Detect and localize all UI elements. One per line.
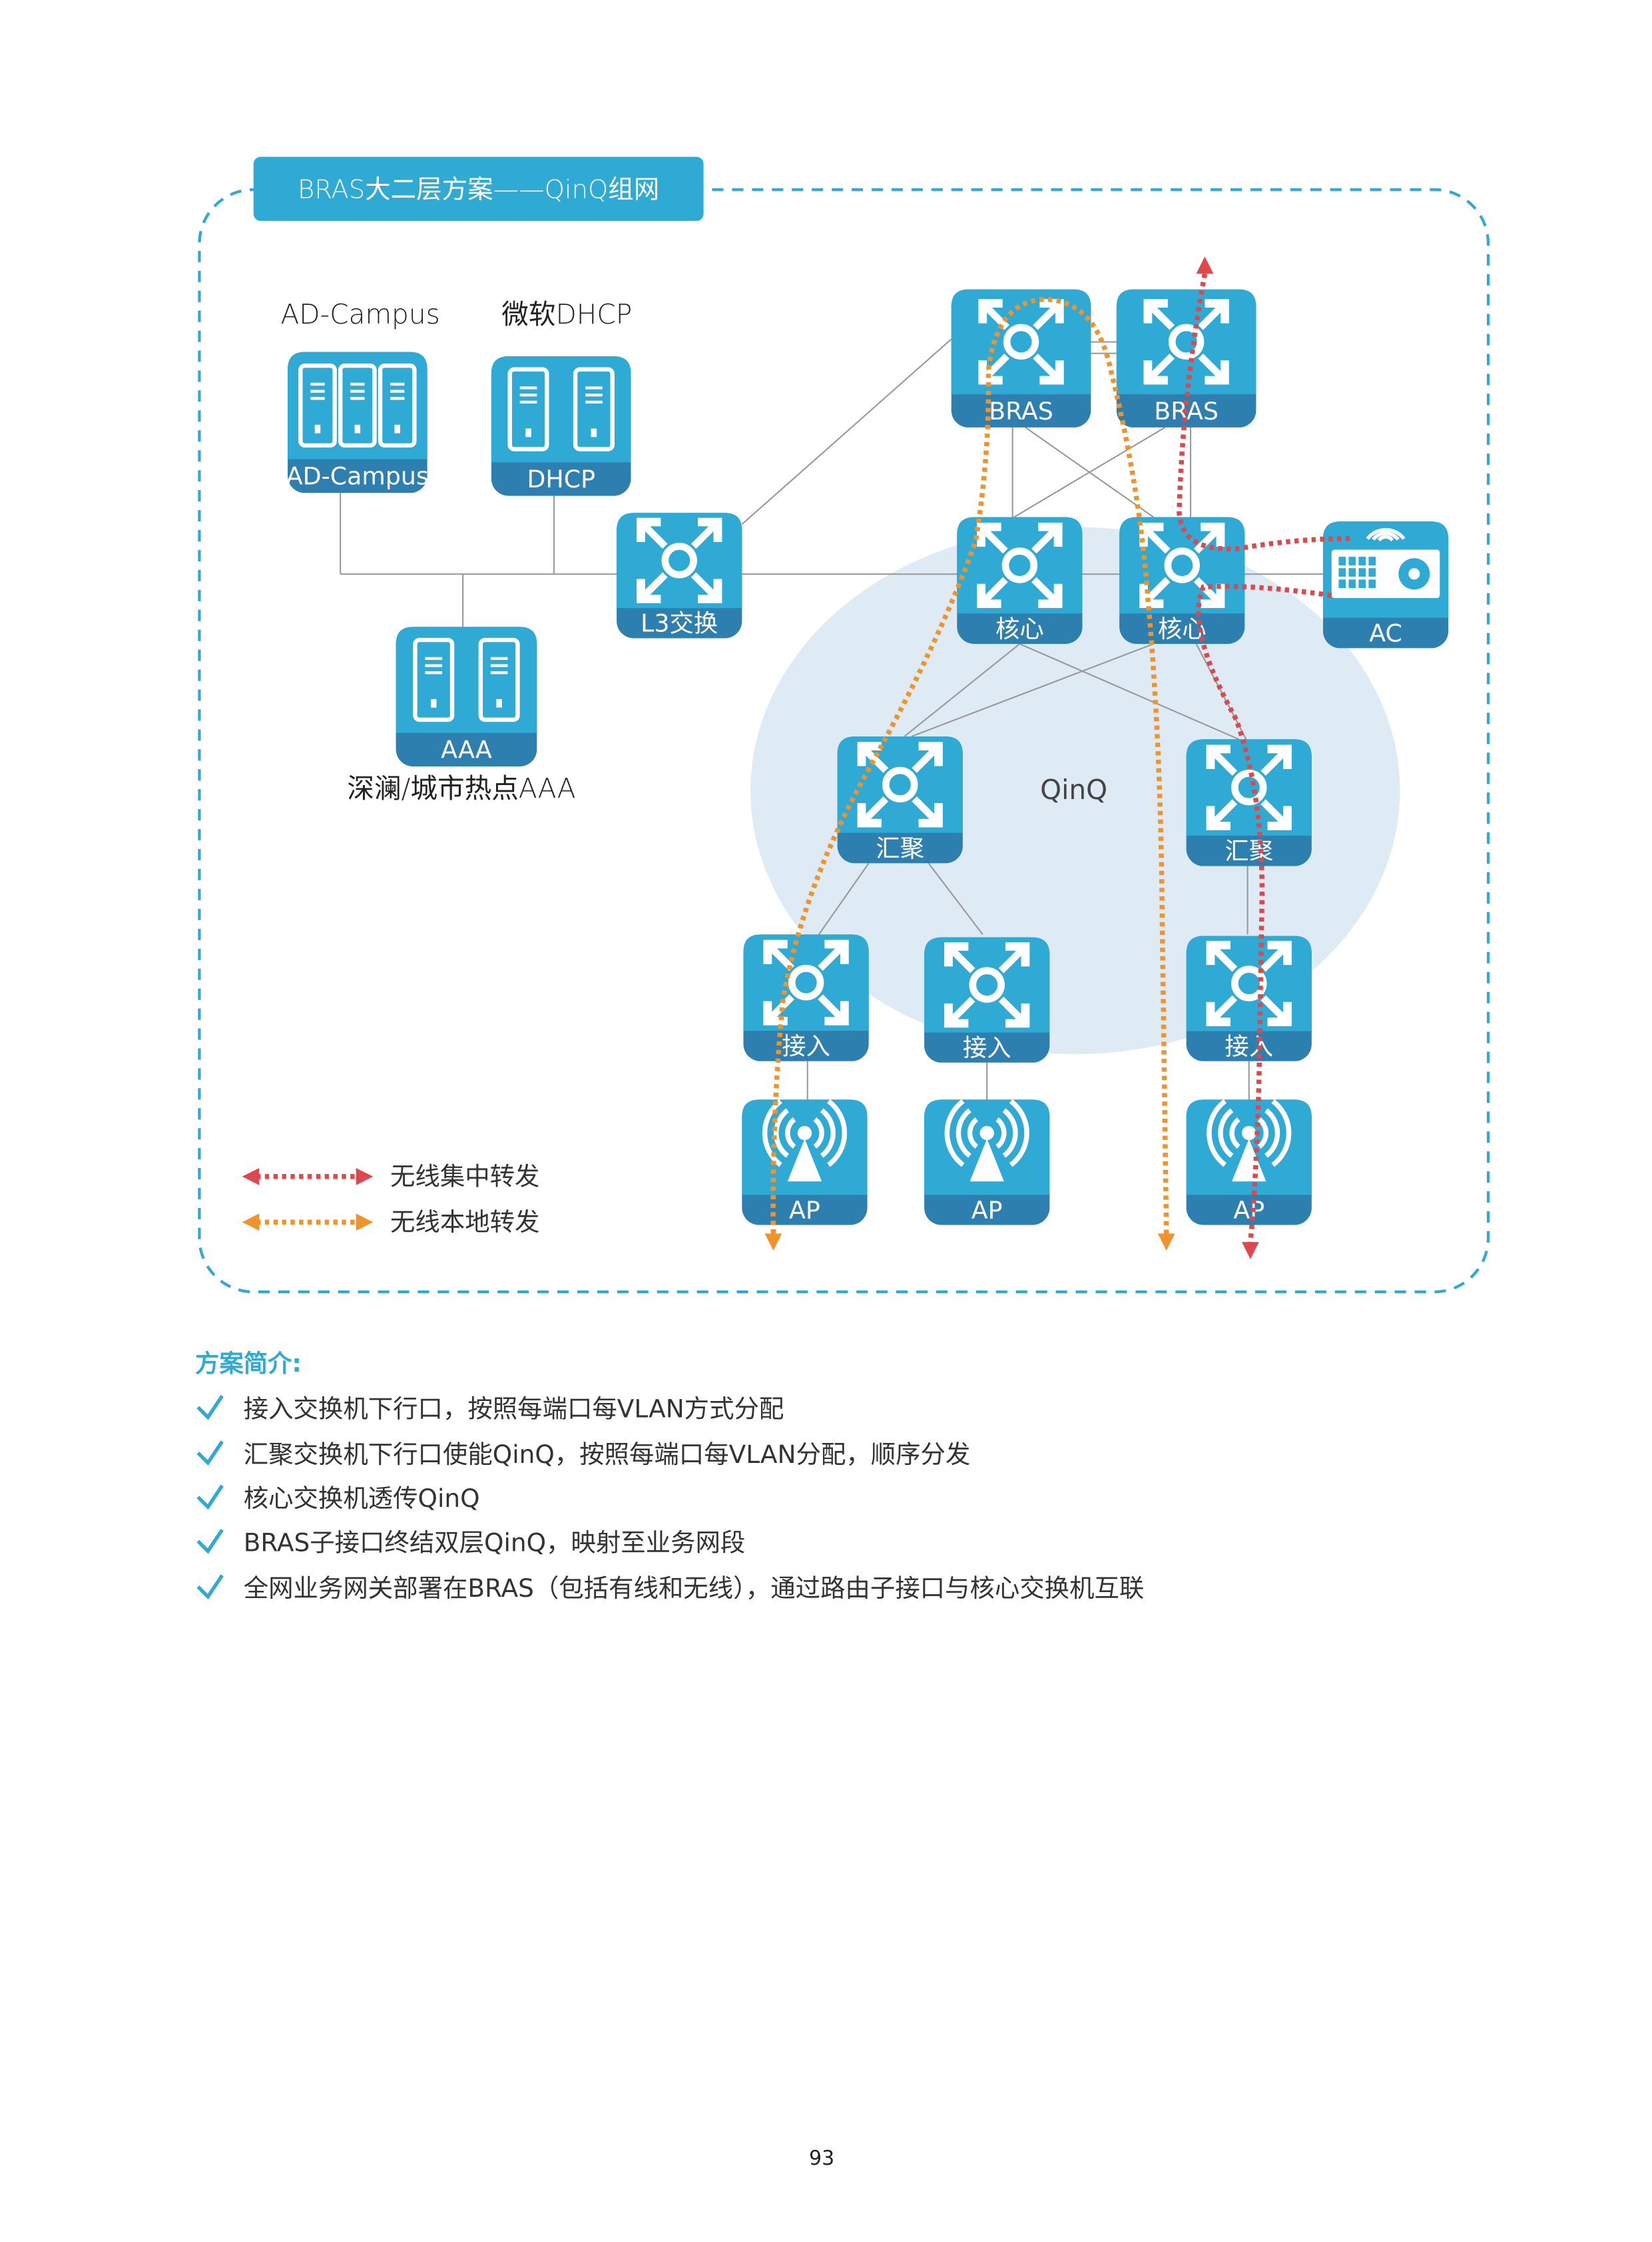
flows (764, 256, 1350, 1259)
page-number: 93 (809, 2147, 834, 2170)
switch-icon (944, 942, 1030, 1028)
arrow-up-icon (1196, 256, 1214, 274)
controller-icon (1331, 527, 1440, 599)
node-label: DHCP (527, 465, 595, 493)
node-label: 汇聚 (876, 834, 924, 862)
node-label: AP (1233, 1196, 1264, 1225)
node-label: 接入 (782, 1032, 830, 1061)
node-acc1[interactable]: 接入 (743, 934, 869, 1061)
summary-heading: 方案简介: (195, 1349, 302, 1378)
node-dhcp[interactable]: DHCP (491, 356, 631, 496)
node-ap3[interactable]: AP (1186, 1099, 1312, 1225)
server-icon (298, 363, 417, 448)
summary-item-text: 核心交换机透传QinQ (244, 1484, 480, 1513)
node-acc2[interactable]: 接入 (924, 937, 1050, 1063)
diagram-title: BRAS大二层方案——QinQ组网 (298, 175, 659, 205)
title-tab: BRAS大二层方案——QinQ组网 (253, 156, 704, 221)
switch-icon (977, 522, 1063, 609)
diagram-frame (198, 188, 1490, 1294)
node-bras1[interactable]: BRAS (951, 289, 1091, 427)
legend-label: 无线集中转发 (390, 1162, 539, 1191)
qinq-label: QinQ (1040, 774, 1107, 806)
server-icon (413, 637, 520, 722)
node-label: AC (1369, 619, 1402, 647)
check-icon (196, 1484, 224, 1510)
summary-item: 核心交换机透传QinQ (196, 1484, 480, 1513)
node-l3[interactable]: L3交换 (617, 513, 742, 639)
node-label: AD-Campus (286, 462, 429, 491)
server-icon (507, 367, 615, 451)
node-ap1[interactable]: AP (742, 1099, 868, 1225)
summary-item-text: BRAS子接口终结双层QinQ，映射至业务网段 (244, 1528, 746, 1557)
links (340, 338, 1323, 1100)
node-label: BRAS (989, 397, 1053, 425)
link-line (911, 643, 1154, 738)
node-ad-campus[interactable]: AD-Campus (286, 352, 429, 493)
node-bras2[interactable]: BRAS (1116, 289, 1256, 427)
qinq-cloud (750, 527, 1400, 1054)
check-icon (196, 1394, 224, 1420)
summary-item: BRAS子接口终结双层QinQ，映射至业务网段 (196, 1528, 746, 1557)
legend-local: 无线本地转发 (242, 1207, 539, 1237)
summary-item-text: 接入交换机下行口，按照每端口每VLAN方式分配 (244, 1394, 784, 1423)
summary-item: 全网业务网关部署在BRAS（包括有线和无线），通过路由子接口与核心交换机互联 (196, 1573, 1145, 1603)
node-aaa[interactable]: AAA (396, 627, 537, 766)
summary-item-text: 汇聚交换机下行口使能QinQ，按照每端口每VLAN分配，顺序分发 (244, 1440, 971, 1469)
access-point-icon (944, 1099, 1029, 1182)
summary-item: 接入交换机下行口，按照每端口每VLAN方式分配 (196, 1394, 784, 1423)
link-line (741, 338, 952, 525)
node-label: AP (789, 1196, 820, 1225)
legend-label: 无线本地转发 (390, 1207, 539, 1237)
check-icon (196, 1440, 224, 1466)
node-ac[interactable]: AC (1322, 521, 1449, 649)
switch-icon (1143, 299, 1229, 385)
node-agg2[interactable]: 汇聚 (1186, 739, 1312, 866)
aaa-caption: 深澜/城市热点AAA (347, 772, 575, 804)
link-line (928, 862, 983, 935)
link-line (1013, 426, 1166, 518)
access-point-icon (1207, 1099, 1292, 1182)
access-point-icon (762, 1099, 848, 1182)
node-acc3[interactable]: 接入 (1186, 936, 1312, 1061)
ms-dhcp-caption: 微软DHCP (501, 298, 632, 330)
node-core2[interactable]: 核心 (1119, 517, 1245, 645)
summary-item: 汇聚交换机下行口使能QinQ，按照每端口每VLAN分配，顺序分发 (196, 1440, 971, 1469)
link-line (904, 643, 1021, 737)
switch-icon (857, 742, 943, 828)
node-core1[interactable]: 核心 (957, 517, 1083, 645)
node-label: L3交换 (641, 609, 718, 638)
switch-icon (1206, 940, 1292, 1027)
arrow-down-icon (1242, 1242, 1259, 1259)
node-agg1[interactable]: 汇聚 (837, 736, 963, 864)
summary-item-text: 全网业务网关部署在BRAS（包括有线和无线），通过路由子接口与核心交换机互联 (244, 1573, 1145, 1603)
centralized-flow-down (1196, 583, 1332, 1243)
legend-centralized: 无线集中转发 (242, 1162, 539, 1191)
summary-list: 接入交换机下行口，按照每端口每VLAN方式分配汇聚交换机下行口使能QinQ，按照… (196, 1394, 1145, 1603)
check-icon (196, 1528, 224, 1554)
local-flow (770, 296, 1169, 1234)
node-label: 接入 (963, 1033, 1011, 1062)
node-ap2[interactable]: AP (924, 1099, 1050, 1225)
node-label: AP (971, 1196, 1003, 1225)
node-label: AAA (441, 736, 492, 764)
switch-icon (637, 517, 722, 603)
centralized-flow-up (1177, 273, 1350, 552)
check-icon (196, 1574, 224, 1600)
legend: 无线集中转发 无线本地转发 (242, 1162, 539, 1237)
arrow-down-icon (764, 1233, 782, 1251)
link-line (818, 862, 870, 935)
link-line (1019, 643, 1240, 740)
arrow-down-icon (1157, 1233, 1175, 1251)
switch-icon (1206, 744, 1292, 830)
node-label: 核心 (995, 615, 1044, 643)
ad-campus-caption: AD-Campus (280, 298, 439, 330)
node-label: 汇聚 (1225, 837, 1273, 866)
node-label: 接入 (1225, 1032, 1273, 1061)
